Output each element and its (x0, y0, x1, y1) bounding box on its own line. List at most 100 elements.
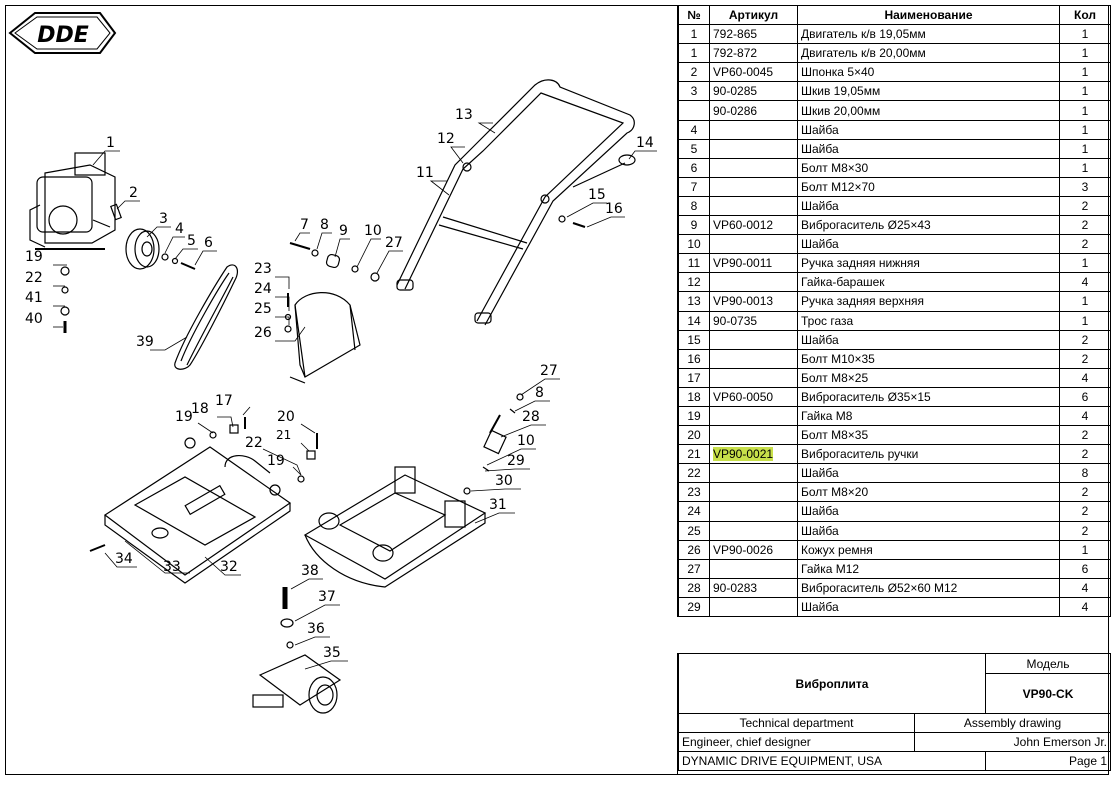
part-qty: 1 (1059, 24, 1111, 45)
part-article: VP60-0045 (709, 62, 798, 83)
parts-linework (29, 79, 636, 714)
part-name: Болт М8×25 (797, 367, 1060, 388)
part-num: 25 (678, 520, 710, 541)
part-article: 90-0283 (709, 577, 798, 598)
callout-24: 24 (254, 281, 272, 297)
part-num: 12 (678, 272, 710, 293)
callout-19: 19 (25, 249, 43, 265)
part-num: 10 (678, 234, 710, 255)
part-num: 5 (678, 138, 710, 159)
highlighted-article: VP90-0021 (713, 447, 774, 462)
part-article: 90-0286 (709, 100, 798, 121)
part-name: Шкив 20,00мм (797, 100, 1060, 121)
part-qty: 1 (1059, 157, 1111, 178)
part-qty: 2 (1059, 234, 1111, 255)
part-article (709, 348, 798, 369)
part-name: Виброгаситель Ø25×43 (797, 215, 1060, 236)
part-num: 9 (678, 215, 710, 236)
part-article (709, 119, 798, 140)
part-num: 4 (678, 119, 710, 140)
callout-11: 11 (416, 165, 434, 181)
callout-16: 16 (605, 201, 623, 217)
part-article (709, 157, 798, 178)
callout-7: 7 (300, 217, 309, 233)
callout-8: 8 (320, 217, 329, 233)
callout-39: 39 (136, 334, 154, 350)
part-name: Гайка М8 (797, 405, 1060, 427)
top-plate-shape (89, 437, 292, 584)
callout-22: 22 (25, 270, 43, 286)
part-name: Шайба (797, 234, 1060, 255)
part-num: 29 (678, 596, 710, 618)
callout-4: 4 (175, 221, 184, 237)
part-qty: 1 (1059, 81, 1111, 102)
pulley-shape (125, 228, 160, 270)
part-qty: 2 (1059, 501, 1111, 522)
part-qty: 1 (1059, 253, 1111, 274)
callout-26: 26 (254, 325, 272, 341)
part-article: VP90-0021 (709, 444, 798, 465)
part-qty: 1 (1059, 62, 1111, 83)
part-num: 3 (678, 81, 710, 102)
part-article (709, 195, 798, 217)
callout-22b: 22 (245, 435, 263, 451)
part-name: Болт М12×70 (797, 176, 1060, 197)
part-num: 22 (678, 463, 710, 484)
part-num: 8 (678, 195, 710, 217)
callout-37: 37 (318, 589, 336, 605)
part-name: Шайба (797, 596, 1060, 618)
part-qty: 4 (1059, 577, 1111, 598)
part-qty: 2 (1059, 329, 1111, 350)
part-num: 6 (678, 157, 710, 178)
logo-text: DDE (37, 23, 89, 48)
part-name: Двигатель к/в 20,00мм (797, 43, 1060, 64)
company-name: DYNAMIC DRIVE EQUIPMENT, USA (677, 751, 987, 772)
part-name: Виброгаситель Ø35×15 (797, 386, 1060, 407)
callout-8b: 8 (535, 385, 544, 401)
part-name: Двигатель к/в 19,05мм (797, 24, 1060, 45)
callout-13: 13 (455, 107, 473, 123)
title-block: Виброплита Модель VP90-CK Technical depa… (677, 653, 1112, 775)
part-num: 11 (678, 253, 710, 274)
callout-29: 29 (507, 453, 525, 469)
part-name: Шайба (797, 329, 1060, 350)
title-block-table: Виброплита Модель VP90-CK Technical depa… (677, 653, 1112, 772)
part-num: 1 (678, 24, 710, 45)
dde-logo: DDE (8, 12, 117, 54)
part-qty: 1 (1059, 100, 1111, 121)
part-article (709, 520, 798, 541)
part-num: 26 (678, 539, 710, 560)
callout-27b: 27 (540, 363, 558, 379)
callout-1: 1 (106, 135, 115, 151)
callout-28: 28 (522, 409, 540, 425)
part-article: 792-865 (709, 24, 798, 45)
callout-15: 15 (588, 187, 606, 203)
callout-34: 34 (115, 551, 133, 567)
part-num: 13 (678, 291, 710, 312)
part-num: 14 (678, 310, 710, 331)
part-qty: 1 (1059, 539, 1111, 560)
part-qty: 8 (1059, 463, 1111, 484)
part-num: 18 (678, 386, 710, 407)
part-article: VP90-0013 (709, 291, 798, 312)
part-article: VP90-0011 (709, 253, 798, 274)
callout-labels: 1 2 3 4 5 6 7 8 9 10 27 11 12 13 14 15 1… (25, 107, 654, 661)
exciter-shape (252, 587, 342, 714)
callout-18: 18 (191, 401, 209, 417)
part-qty: 2 (1059, 444, 1111, 465)
part-name: Шайба (797, 195, 1060, 217)
part-qty: 4 (1059, 596, 1111, 618)
callout-36: 36 (307, 621, 325, 637)
part-qty: 2 (1059, 425, 1111, 446)
callout-19c: 19 (267, 453, 285, 469)
